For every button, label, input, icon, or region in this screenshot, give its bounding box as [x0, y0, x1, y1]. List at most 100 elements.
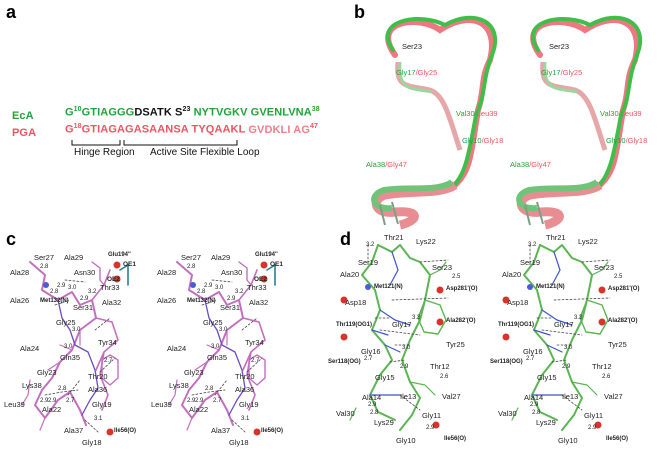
d-lys22: Lys22 — [578, 237, 598, 246]
seq-pg-sup: 47 — [309, 123, 318, 130]
d-dist: 3.3 — [412, 315, 421, 321]
d-gly15: Gly15 — [375, 373, 395, 382]
c-ala36: Ala36 — [235, 385, 255, 394]
d-gly16: Gly16 — [523, 347, 543, 356]
d-dist: 2.5 — [452, 274, 461, 280]
c-glu194: Glu194'' — [255, 252, 278, 258]
b-gly10: Gly10 — [462, 136, 482, 145]
c-ala29: Ala29 — [211, 253, 231, 262]
d-thr21: Thr21 — [546, 233, 566, 242]
b-ala38: Ala38 — [366, 160, 386, 169]
seq-pg-part: GTIAGAG — [81, 123, 134, 136]
c-ala36: Ala36 — [88, 385, 108, 394]
d-dist: 3.3 — [574, 315, 583, 321]
c-oe2: OE2 — [254, 276, 268, 283]
d-gly11: Gly11 — [422, 411, 442, 420]
c-ala37: Ala37 — [64, 426, 84, 435]
c-oe1: OE1 — [270, 261, 284, 268]
c-ala24: Ala24 — [167, 344, 187, 353]
d-lys22: Lys22 — [416, 237, 436, 246]
c-ile56: Ile56(O) — [114, 428, 137, 434]
d-tyr25: Tyr25 — [446, 340, 465, 349]
c-gly18: Gly18 — [82, 438, 102, 447]
seq-ec-sup: 23 — [182, 106, 191, 113]
c-dist: 2.8 — [197, 289, 206, 295]
d-gly15: Gly15 — [537, 373, 557, 382]
seq-pg-part: ASAANSA TYQAAKL — [133, 123, 246, 136]
panel-label-b: b — [354, 2, 365, 22]
b-gly47: /Gly47 — [529, 160, 551, 169]
seq-pg-sup: 18 — [73, 123, 82, 130]
c-dist: 3.2 — [88, 289, 97, 295]
d-dist: 2.9 — [588, 425, 597, 431]
d-tyr25: Tyr25 — [608, 340, 627, 349]
d-ser118: Ser118(OG) — [328, 359, 361, 365]
c-ala22: Ala22 — [189, 405, 209, 414]
c-dist: 2.8 — [58, 386, 67, 392]
c-dist: 2.9 — [80, 296, 89, 302]
b-ser23-right: Ser23 — [549, 42, 570, 51]
d-dist: 3.0 — [402, 345, 411, 351]
c-dist: 2.7 — [104, 358, 113, 364]
d-ser23: Ser23 — [594, 263, 615, 272]
c-ala28: Ala28 — [10, 268, 30, 277]
d-val27: Val27 — [442, 392, 461, 401]
c-met132: Met132(N) — [187, 298, 216, 304]
d-ile13: Ile13 — [400, 392, 417, 401]
c-dist: 2.8 — [40, 264, 49, 270]
b-val30: Val30 — [600, 109, 619, 118]
c-gly25: Gly25 — [203, 318, 223, 327]
c-dist: 2.9 — [57, 283, 66, 289]
b-gly10-left: Gly10/Gly18 — [462, 136, 503, 145]
d-ala20: Ala20 — [502, 270, 522, 279]
d-dist: 2.8 — [532, 410, 541, 416]
b-ala38: Ala38 — [510, 160, 530, 169]
c-ala26: Ala26 — [10, 296, 30, 305]
c-dist: 3.0 — [72, 327, 81, 333]
c-met132: Met132(N) — [40, 298, 69, 304]
c-dist: 2.7 — [66, 398, 75, 404]
c-thr33: Thr33 — [100, 283, 120, 292]
d-dist: 2.7 — [364, 356, 373, 362]
c-ala37: Ala37 — [211, 426, 231, 435]
panel-label-d: d — [340, 229, 351, 249]
c-ala29: Ala29 — [64, 253, 84, 262]
c-dist: 2.7 — [213, 398, 222, 404]
c-gly19: Gly19 — [92, 400, 112, 409]
seq-ec-part: GTIAGGG — [81, 106, 135, 119]
d-val30: Val30 — [336, 409, 355, 418]
seq-ec-name: EcA — [12, 110, 34, 122]
d-val30: Val30 — [498, 409, 517, 418]
panel-label-a: a — [6, 2, 17, 22]
c-ser27: Ser27 — [34, 253, 55, 262]
d-asp281: Asp281'(O) — [446, 286, 478, 292]
c-dist: 3.0 — [64, 344, 73, 350]
c-asn30: Asn30 — [74, 268, 96, 277]
c-ala32: Ala32 — [249, 298, 269, 307]
c-gly23: Gly23 — [37, 368, 57, 377]
d-dist: 2.9 — [562, 364, 571, 370]
d-dist: 2.9 — [400, 364, 409, 370]
c-ala22: Ala22 — [42, 405, 62, 414]
seq-ec: G10GTIAGGGDSATK S23 NYTVGKV GVENLVNA38 — [65, 106, 320, 119]
d-ser19: Ser19 — [358, 258, 379, 267]
b-gly10-right: Gly10/Gly18 — [606, 136, 647, 145]
c-gln35: Gln35 — [207, 353, 228, 362]
d-ala282: Ala282'(O) — [608, 318, 638, 324]
c-asn30: Asn30 — [221, 268, 243, 277]
c-gly18: Gly18 — [229, 438, 249, 447]
b-ser23-left: Ser23 — [402, 42, 423, 51]
b-gly25: /Gly25 — [415, 68, 438, 77]
d-thr12: Thr12 — [430, 362, 450, 371]
d-lys29: Lys29 — [374, 418, 394, 427]
d-gly10: Gly10 — [396, 436, 416, 445]
b-val30-right: Val30/Leu39 — [600, 109, 642, 118]
b-gly17-left: Gly17/Gly25 — [396, 68, 437, 77]
c-dist: 2.9 — [187, 398, 196, 404]
d-dist: 3.0 — [564, 345, 573, 351]
d-asp18: Asp18 — [345, 298, 367, 307]
